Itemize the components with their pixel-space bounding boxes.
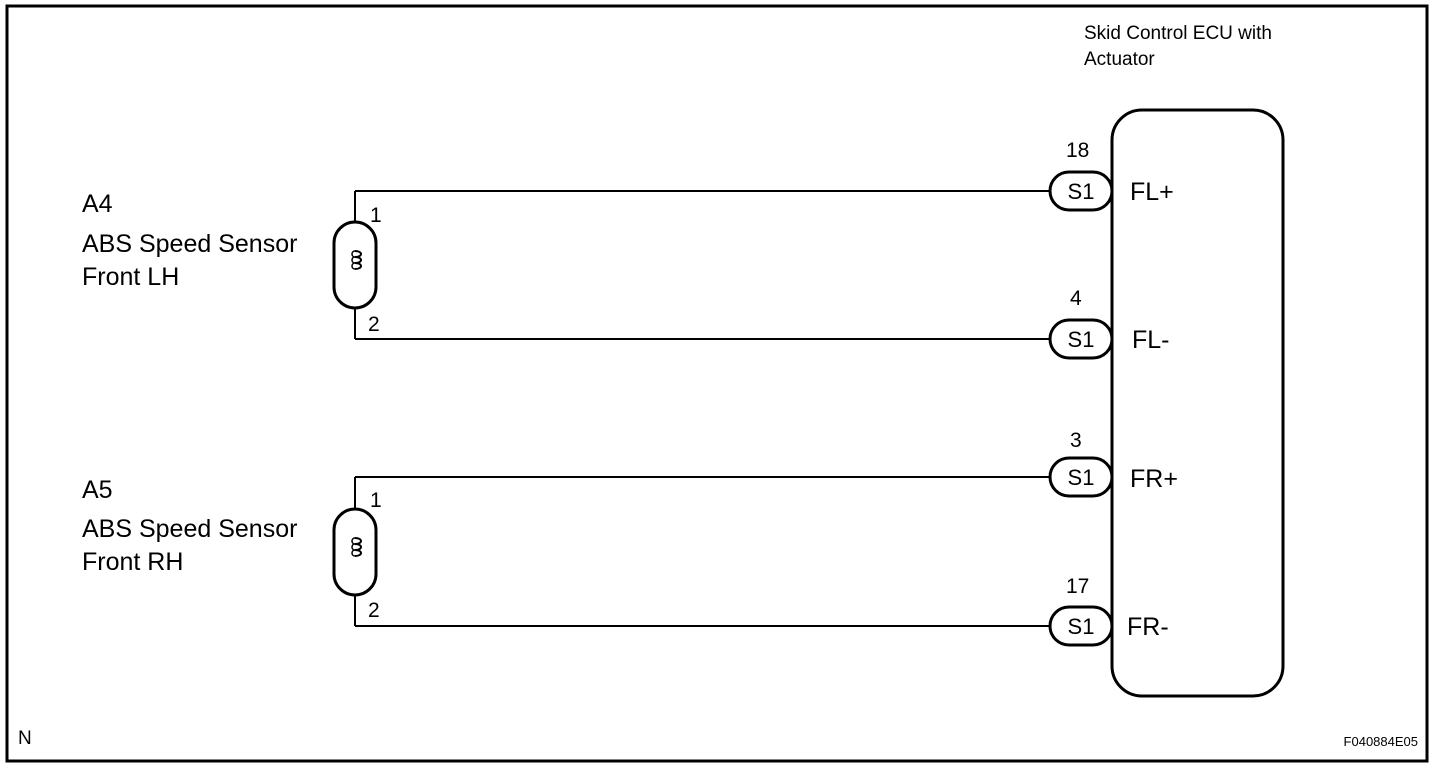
terminal-fr-plus-connector — [1048, 456, 1114, 498]
terminal-fr-plus-pin: 3 — [1070, 429, 1082, 452]
terminal-fl-plus-pin: 18 — [1066, 139, 1089, 162]
terminal-fr-minus-pin: 17 — [1066, 575, 1089, 598]
diagram-frame — [5, 4, 1429, 763]
sensor-a4-name-line2: Front LH — [82, 263, 179, 291]
terminal-fl-plus-signal: FL+ — [1130, 178, 1174, 206]
sensor-a4-code: A4 — [82, 190, 113, 218]
sensor-a4-pin-top: 1 — [370, 204, 382, 227]
sensor-a4-symbol — [332, 191, 378, 339]
ecu-box — [1110, 108, 1285, 698]
terminal-fl-plus-connector-label: S1 — [1068, 179, 1095, 204]
terminal-fr-minus-signal: FR- — [1127, 613, 1169, 641]
sensor-a4-name-line1: ABS Speed Sensor — [82, 230, 297, 258]
terminal-fr-plus-signal: FR+ — [1130, 465, 1178, 493]
sensor-a5-pin-bottom: 2 — [368, 599, 380, 622]
terminal-fr-plus-connector-label: S1 — [1068, 465, 1095, 490]
terminal-fl-minus-pin: 4 — [1070, 287, 1082, 310]
ecu-title-line1: Skid Control ECU with — [1084, 23, 1272, 44]
sensor-a5-name-line1: ABS Speed Sensor — [82, 515, 297, 543]
terminal-fl-plus-connector — [1048, 170, 1114, 212]
coil-icon — [354, 537, 362, 557]
sensor-a5-name-line2: Front RH — [82, 548, 183, 576]
sensor-a5-symbol — [332, 477, 378, 626]
sensor-a5-code: A5 — [82, 476, 113, 504]
sensor-a4-pin-bottom: 2 — [368, 313, 380, 336]
sensor-a5-pin-top: 1 — [370, 489, 382, 512]
terminal-fr-minus-connector-label: S1 — [1068, 614, 1095, 639]
figure-code: F040884E05 — [1344, 734, 1418, 749]
coil-icon — [354, 250, 362, 270]
terminal-fl-minus-connector-label: S1 — [1068, 327, 1095, 352]
terminal-fl-minus-connector — [1048, 318, 1114, 360]
corner-label: N — [18, 728, 32, 749]
terminal-fl-minus-signal: FL- — [1132, 326, 1170, 354]
ecu-title-line2: Actuator — [1084, 49, 1155, 70]
terminal-fr-minus-connector — [1048, 605, 1114, 647]
